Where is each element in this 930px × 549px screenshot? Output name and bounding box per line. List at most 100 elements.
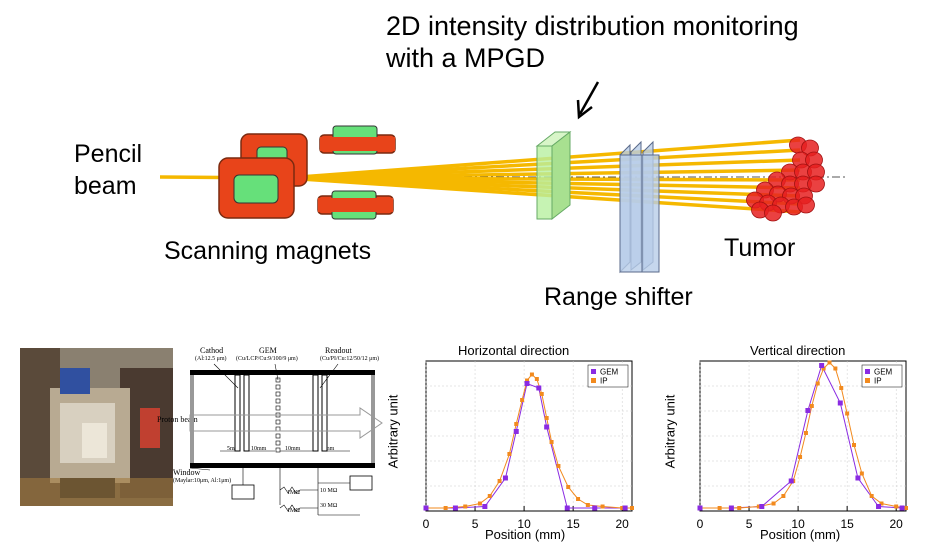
- x-tick-label-2: 10: [791, 517, 805, 531]
- gem-hole-6: [275, 419, 281, 425]
- ip-point-4: [487, 494, 492, 498]
- gap-label-2: 10mm: [251, 446, 267, 452]
- ip-point-12: [539, 392, 544, 396]
- readout-spec: (Cu/PI/Cu:12/50/12 μm): [320, 356, 380, 362]
- ip-point-13: [544, 416, 549, 420]
- gem-hole-1: [275, 384, 281, 390]
- proton-beam-arrow: [189, 407, 383, 439]
- detector-schematic: [189, 363, 383, 516]
- tumor-cell-19: [797, 196, 815, 214]
- ip-point-10: [529, 372, 534, 377]
- ip-point-21: [630, 506, 634, 510]
- tumor-cell-21: [764, 204, 782, 222]
- monitor-arrow: [578, 81, 600, 115]
- legend-box: [587, 364, 629, 388]
- pencil-beam-label-line2: beam: [74, 172, 137, 200]
- gem-point-0: [697, 505, 703, 511]
- x-tick-label-2: 10: [517, 517, 531, 531]
- resistor-label-2: 1MΩ: [287, 508, 300, 514]
- gem-point-3: [788, 478, 794, 484]
- x-tick-label-4: 20: [616, 517, 630, 531]
- gem-hole-3: [275, 398, 281, 404]
- ip-point-11: [821, 366, 826, 371]
- ip-point-7: [514, 422, 519, 426]
- ip-point-3: [477, 501, 482, 506]
- gem-hole-4: [275, 405, 281, 411]
- proton-beam-label: Proton beam: [157, 415, 198, 424]
- ip-point-17: [859, 471, 864, 476]
- legend-gem-marker: [865, 369, 870, 374]
- scanning-magnet-upper: [319, 125, 396, 155]
- x-tick-label-3: 15: [840, 517, 854, 531]
- tumor-label: Tumor: [724, 234, 796, 262]
- gem-point-2: [759, 504, 765, 509]
- window-spec: (Maylar:10μm, Al:1μm): [173, 478, 232, 484]
- ip-point-20: [620, 506, 625, 510]
- gem-point-7: [544, 424, 550, 430]
- gem-point-5: [819, 363, 825, 368]
- legend-ip-marker: [865, 378, 870, 383]
- ip-point-5: [497, 479, 502, 483]
- ip-point-8: [803, 431, 808, 435]
- gem-hole-9: [275, 440, 281, 446]
- scanning-magnet-lower: [317, 190, 394, 220]
- ip-series-line: [426, 373, 632, 509]
- x-tick-label-1: 5: [472, 517, 479, 531]
- gem-point-9: [592, 505, 598, 511]
- ip-point-16: [566, 485, 571, 489]
- ip-point-8: [520, 398, 525, 402]
- legend-gem-marker: [591, 369, 596, 374]
- ip-series-line: [700, 361, 907, 509]
- gem-point-0: [423, 505, 429, 511]
- resistor-label-1: 1MΩ: [287, 490, 300, 496]
- monitor-label-line1: 2D intensity distribution monitoring: [386, 11, 799, 41]
- gem-point-8: [876, 504, 882, 509]
- range-shifter-label: Range shifter: [544, 283, 693, 311]
- gem-hole-2: [275, 391, 281, 397]
- ip-point-16: [852, 443, 857, 447]
- gem-point-1: [728, 505, 734, 511]
- gem-point-6: [837, 400, 843, 406]
- ip-point-3: [756, 504, 761, 509]
- gem-point-9: [899, 505, 905, 511]
- ip-point-1: [717, 506, 722, 510]
- ip-point-1: [443, 506, 448, 510]
- gap-label-3: 10mm: [285, 446, 301, 452]
- x-tick-label-0: 0: [423, 517, 430, 531]
- gem-point-2: [482, 504, 488, 509]
- chart-h-xlabel: Position (mm): [485, 527, 566, 542]
- ip-point-5: [781, 494, 786, 498]
- gem-label: GEM: [259, 346, 277, 355]
- ip-point-18: [585, 503, 590, 507]
- legend-gem-label: GEM: [600, 368, 619, 377]
- gem-point-5: [524, 381, 530, 386]
- resistor-label-3: 10 MΩ: [320, 488, 338, 494]
- chart-v-title: Vertical direction: [750, 343, 846, 358]
- ip-point-18: [869, 494, 874, 498]
- ip-point-9: [809, 404, 814, 408]
- gap-label-4: 5mm: [322, 446, 335, 452]
- cathod-label: Cathod: [200, 346, 224, 355]
- gem-point-7: [855, 475, 861, 481]
- ip-point-10: [815, 381, 820, 386]
- ip-point-19: [879, 501, 884, 506]
- ip-point-2: [463, 504, 468, 509]
- ip-point-19: [600, 504, 605, 509]
- chart-h-title: Horizontal direction: [458, 343, 570, 358]
- readout-label: Readout: [325, 346, 352, 355]
- pencil-beam-label-line1: Pencil: [74, 140, 143, 168]
- legend-ip-marker: [591, 378, 596, 383]
- ip-point-12: [827, 360, 832, 365]
- gem-point-4: [805, 408, 811, 413]
- detector-photo: [20, 348, 173, 506]
- ip-point-6: [507, 452, 512, 456]
- legend-box: [861, 364, 903, 388]
- legend-ip-label: IP: [874, 377, 882, 386]
- ip-point-20: [894, 504, 899, 509]
- mpgd-monitor: [535, 130, 572, 221]
- x-tick-label-3: 15: [566, 517, 580, 531]
- gem-point-1: [452, 505, 458, 511]
- x-tick-label-0: 0: [697, 517, 704, 531]
